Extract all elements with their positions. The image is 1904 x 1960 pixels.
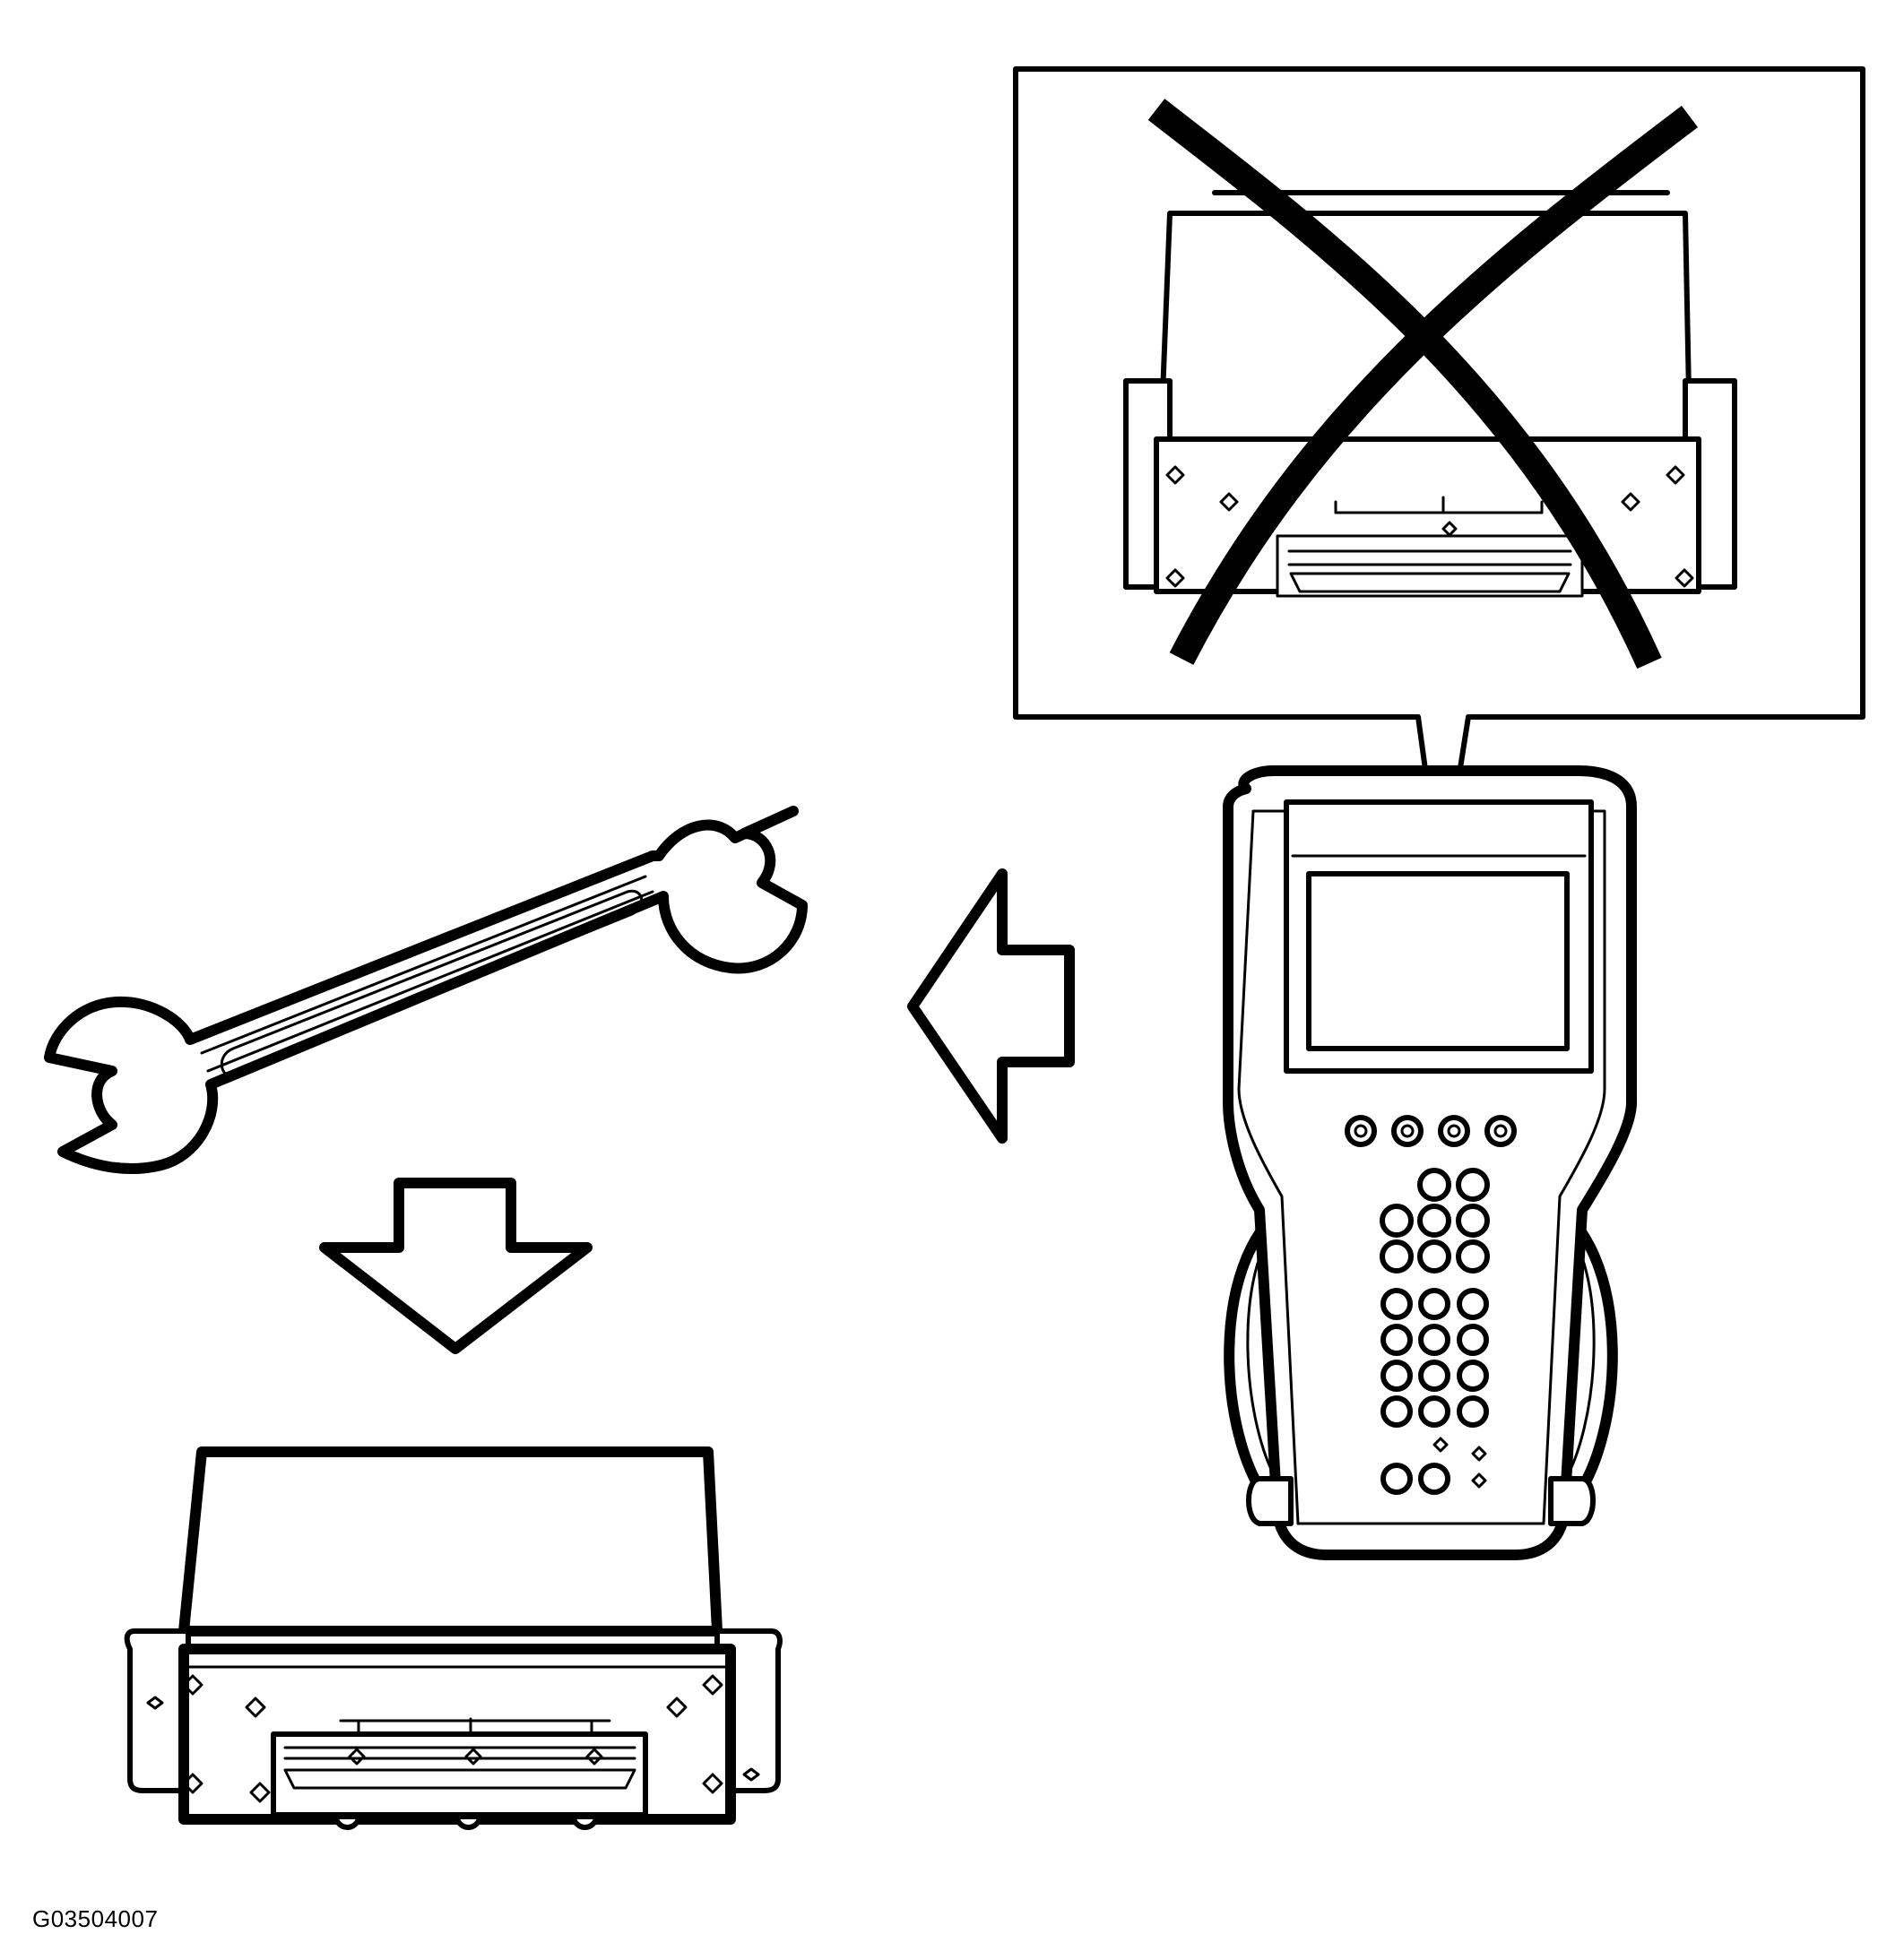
wrench-icon xyxy=(44,806,808,1175)
left-arrow-icon xyxy=(907,868,1075,1144)
control-module xyxy=(124,1446,783,1830)
scan-tool-screen xyxy=(1306,871,1570,1051)
module-connector xyxy=(271,1717,648,1818)
scan-tool xyxy=(1223,765,1637,1560)
scan-tool-keypad xyxy=(1380,1168,1490,1495)
scan-tool-function-keys xyxy=(1345,1115,1517,1147)
prohibited-module-callout xyxy=(1013,66,1865,890)
figure-id-label: G03504007 xyxy=(32,1905,159,1932)
prohibition-x-mark xyxy=(1147,99,1699,669)
down-arrow-icon xyxy=(319,1178,593,1354)
callout-module-illustration xyxy=(1123,190,1737,598)
